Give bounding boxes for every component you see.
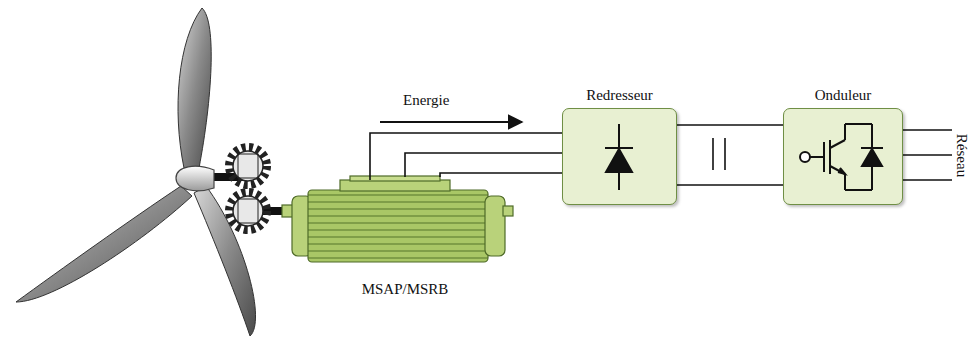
rectifier-box: Redresseur	[562, 108, 677, 205]
grid-label: Réseau	[953, 133, 970, 176]
hub	[176, 166, 214, 190]
node-label: MSAP/MSRB	[362, 281, 449, 298]
generator-node: MSAP/MSRB	[290, 180, 520, 302]
generator	[282, 176, 513, 262]
inverter-box: Onduleur	[783, 108, 903, 205]
node-label: Onduleur	[815, 87, 872, 104]
energy-arrow	[380, 121, 522, 123]
gearbox	[229, 147, 267, 230]
dc-link	[677, 124, 783, 126]
energy-label: Energie	[403, 92, 449, 109]
three-phase-wire	[370, 133, 562, 180]
node-label: Redresseur	[586, 87, 653, 104]
dc-link	[677, 138, 783, 185]
three-phase-wire	[405, 153, 562, 177]
turbine-blades	[16, 8, 256, 336]
grid-line	[903, 130, 952, 180]
